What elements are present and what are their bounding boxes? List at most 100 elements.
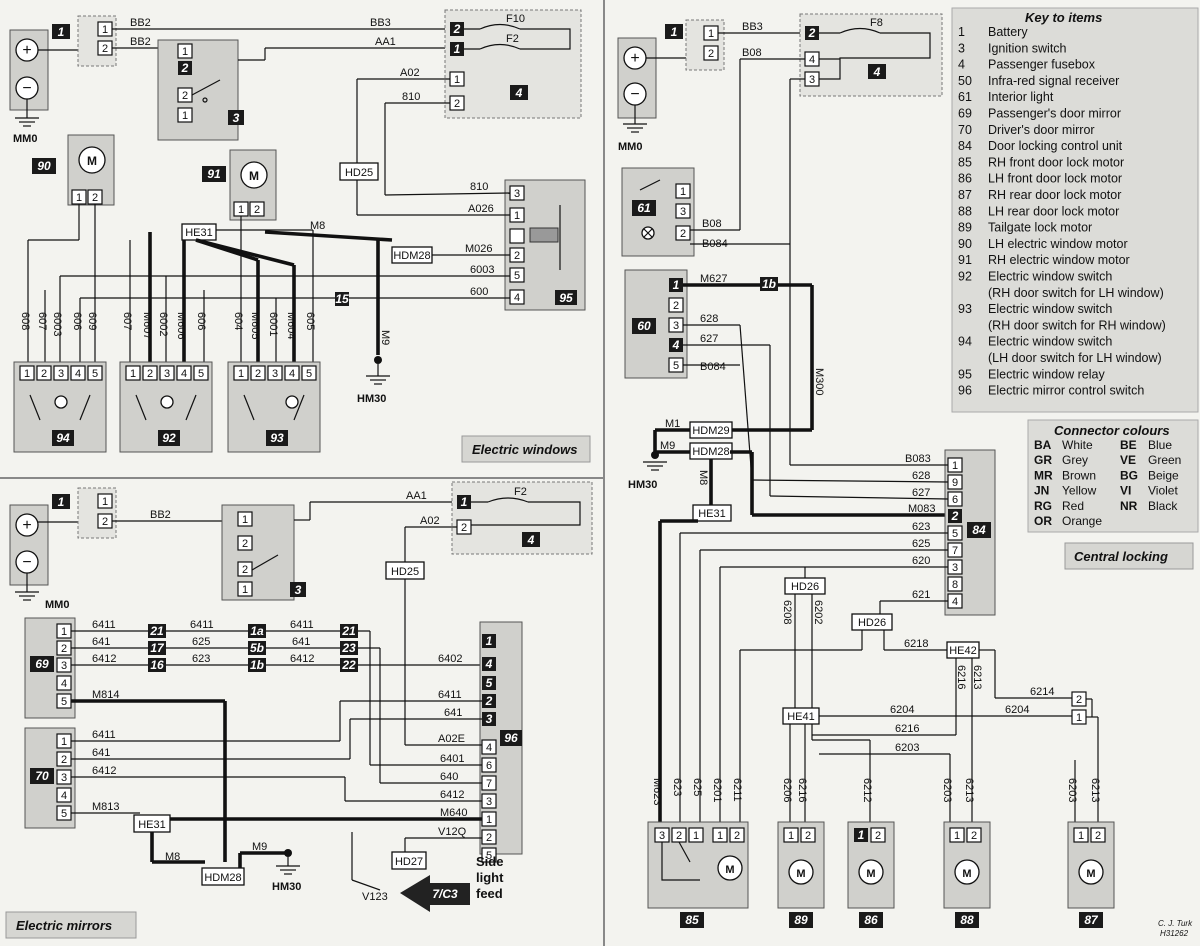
wire-label: M623 [651, 778, 663, 806]
pin-label: 2 [673, 300, 679, 312]
pin-label: 1 [242, 514, 248, 526]
pin-label: 2 [680, 228, 686, 240]
key-item-text: RH electric window motor [988, 253, 1130, 267]
pin-label: 5 [61, 696, 67, 708]
wire-label: 6202 [812, 600, 824, 624]
splice-label: 23 [341, 641, 356, 655]
wire-label: 6212 [861, 778, 873, 802]
pin-label: 2 [461, 522, 467, 534]
key-item-text: Door locking control unit [988, 139, 1123, 153]
badge-ignition-switch: 3 [233, 111, 240, 125]
key-item-text: Electric mirror control switch [988, 384, 1144, 398]
wire-label-b08-b: B08 [702, 218, 722, 230]
key-item-text: Battery [988, 25, 1028, 39]
splice-label: 5b [250, 641, 264, 655]
panel-title-electric-mirrors: Electric mirrors [16, 918, 112, 933]
electric-windows-panel: + − 1 MM0 1 2 BB2 BB3 BB2 1 2 2 1 3 AA1 … [9, 9, 591, 463]
battery-minus-symbol: − [22, 554, 31, 571]
pin-label: 2 [182, 90, 188, 102]
splice-label: 21 [149, 624, 164, 638]
wire-label-m1: M1 [665, 418, 680, 430]
wire-label: 641 [92, 636, 110, 648]
pin-label: 4 [514, 292, 520, 304]
wire-label-m300: M300 [813, 368, 825, 396]
fuse-f2: F2 [506, 33, 519, 45]
pin-label: 1 [680, 186, 686, 198]
pin-label: 6 [952, 494, 958, 506]
wire-label-m9-m: M9 [252, 841, 267, 853]
colour-code: JN [1034, 484, 1049, 498]
wire-label: 640 [440, 771, 458, 783]
pin-label: 2 [102, 516, 108, 528]
pin-label: 5 [486, 850, 492, 862]
colour-name: White [1062, 438, 1093, 452]
pin-label: 2 [676, 830, 682, 842]
connector-hd25: HD25 [345, 167, 373, 179]
colour-code: MR [1034, 468, 1053, 482]
wire-label: 641 [444, 707, 462, 719]
key-item-number: 93 [958, 302, 972, 316]
key-item-text: Interior light [988, 90, 1054, 104]
pin-label: 2 [805, 830, 811, 842]
connector-he31-m: HE31 [138, 819, 166, 831]
key-item-text: RH front door lock motor [988, 155, 1124, 169]
key-item-text: (RH door switch for RH window) [988, 318, 1166, 332]
pin-label: 1 [242, 584, 248, 596]
pin-label: 5 [673, 360, 679, 372]
key-item-text: RH rear door lock motor [988, 188, 1121, 202]
pin-label: 2 [242, 538, 248, 550]
splice-1b: 1b [762, 277, 776, 291]
pin-label: 3 [680, 206, 686, 218]
battery-minus-symbol: − [630, 86, 639, 103]
wire-label-bb3: BB3 [370, 17, 391, 29]
pin-label: 2 [1076, 694, 1082, 706]
wire-label: 627 [912, 487, 930, 499]
wire-label: 6411 [290, 619, 314, 631]
pin-label: 2 [971, 830, 977, 842]
wire-label: 6411 [190, 619, 214, 631]
connector-hd25-m: HD25 [391, 566, 419, 578]
wire-label-aa1-m: AA1 [406, 490, 427, 502]
key-item-number: 91 [958, 253, 972, 267]
wire-label: 608 [19, 312, 31, 330]
wire-label: 6412 [440, 789, 464, 801]
wire-label: M640 [440, 807, 468, 819]
wire-label: 6002 [157, 312, 169, 336]
colour-name: Orange [1062, 514, 1102, 528]
wire-label: 623 [192, 653, 210, 665]
key-item-text: Driver's door mirror [988, 123, 1095, 137]
pin-label: 3 [164, 368, 170, 380]
pin-label: 4 [75, 368, 81, 380]
colour-name: Red [1062, 499, 1084, 513]
connector-hdm28: HDM28 [393, 250, 430, 262]
pin-label: 3 [486, 796, 492, 808]
key-item-number: 88 [958, 204, 972, 218]
wire-label: 607 [121, 312, 133, 330]
wire-label-m813: M813 [92, 801, 120, 813]
wire-label-m8: M8 [310, 220, 325, 232]
splice-label: 21 [341, 624, 356, 638]
wire-label-628: 628 [700, 313, 718, 325]
colour-name: Black [1148, 499, 1178, 513]
window-switch-94: 1 2 3 4 5 94 [13, 361, 107, 453]
pin-label: 3 [61, 772, 67, 784]
wire-label: 6208 [781, 600, 793, 624]
pin-label: 3 [659, 830, 665, 842]
pin-label: 2 [875, 830, 881, 842]
wire-label: 6001 [267, 312, 279, 336]
pin-label: 3 [952, 562, 958, 574]
motor-symbol: M [1086, 868, 1095, 880]
colour-name: Green [1148, 453, 1181, 467]
connector-he31: HE31 [185, 227, 213, 239]
wire-label: M606 [175, 312, 187, 340]
wire-label: 625 [192, 636, 210, 648]
splice-label: 1b [250, 658, 264, 672]
fuse-f10: F10 [506, 13, 525, 25]
pin-label: 1 [76, 192, 82, 204]
wire-label: 606 [71, 312, 83, 330]
wire-label: 6213 [963, 778, 975, 802]
colour-code: RG [1034, 499, 1052, 513]
panel-title-electric-windows: Electric windows [472, 442, 577, 457]
